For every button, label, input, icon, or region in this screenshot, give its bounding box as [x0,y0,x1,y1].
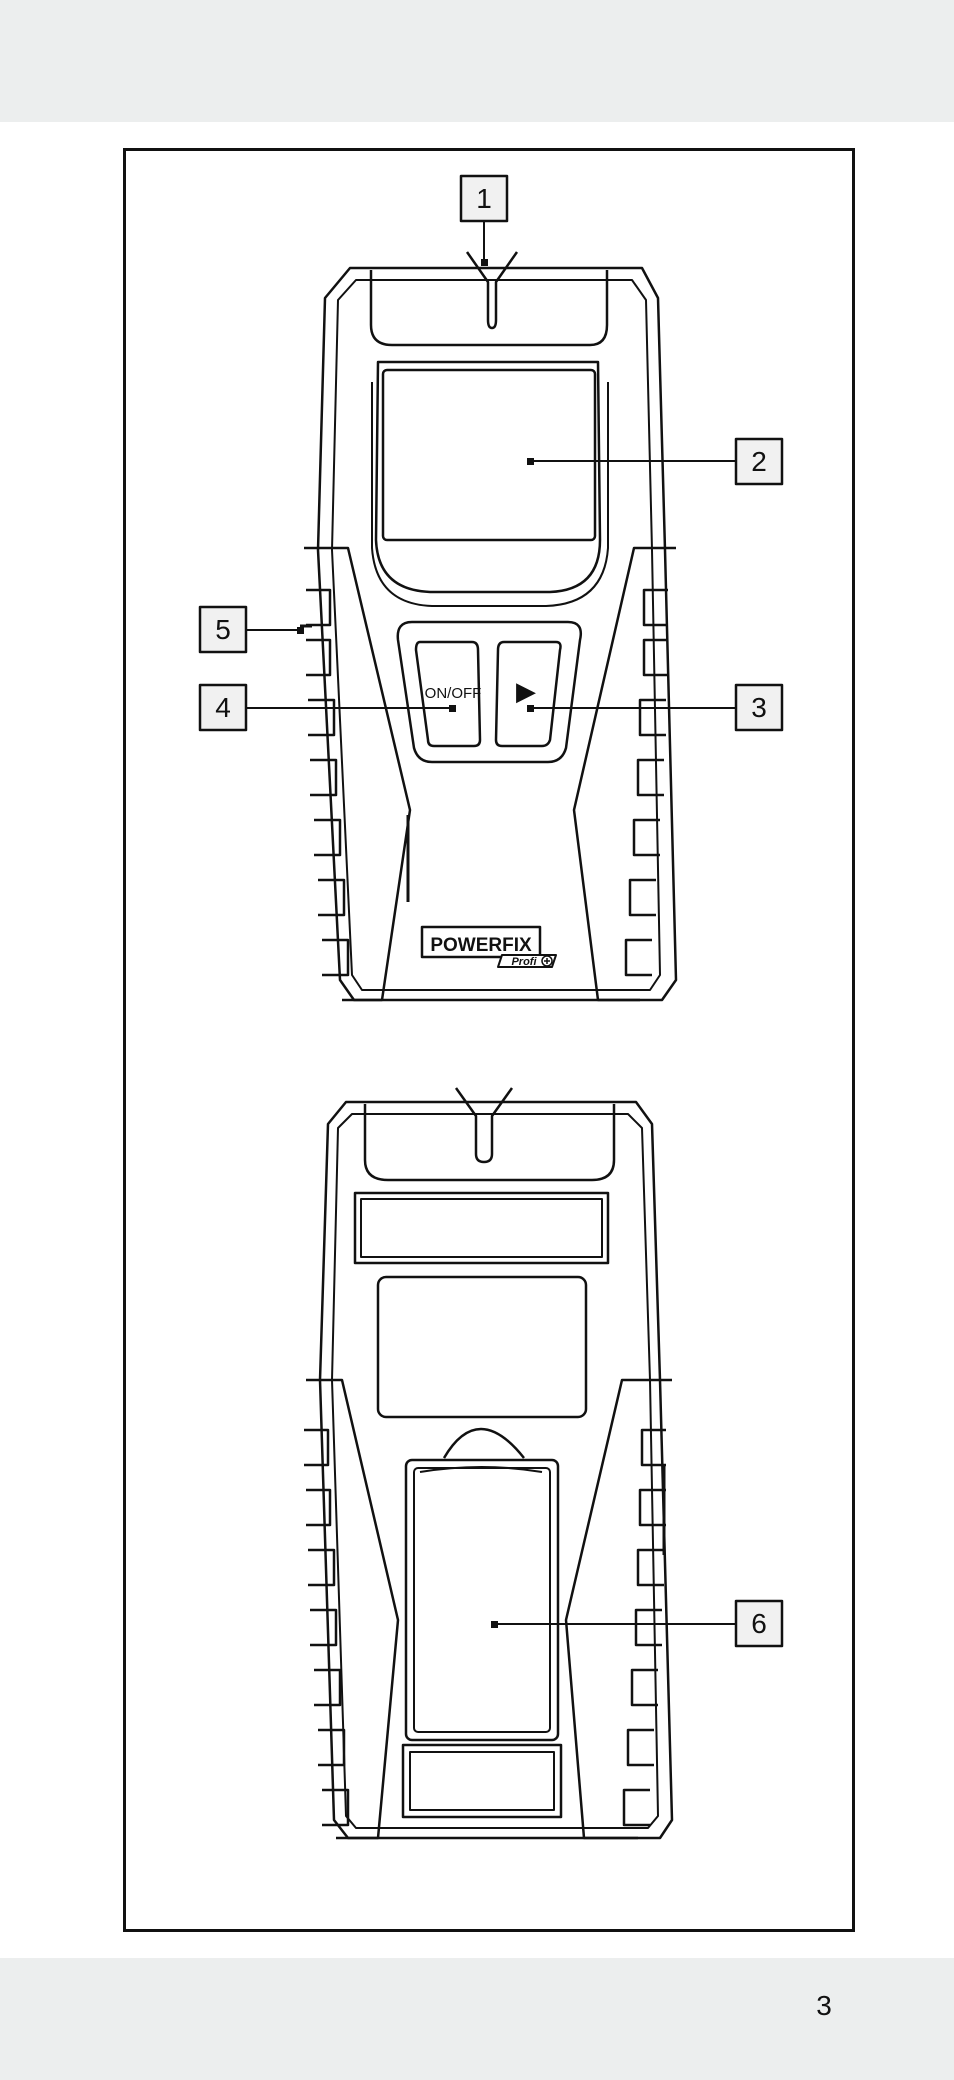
brand-tag: Profi [511,956,537,968]
mode-button-symbol: ▶ [516,676,536,706]
device-front-view [300,252,676,1000]
page-number: 3 [806,1990,842,2022]
brand-name: POWERFIX [430,935,532,956]
callout-5: 5 [200,607,246,652]
callout-4: 4 [200,685,246,730]
callout-6: 6 [736,1601,782,1646]
callout-number-5: 5 [215,614,231,645]
callout-2: 2 [736,439,782,484]
callout-number-1: 1 [476,183,492,214]
callout-number-4: 4 [215,692,231,723]
device-back-view [304,1088,672,1838]
callout-3: 3 [736,685,782,730]
callout-number-2: 2 [751,446,767,477]
callout-number-6: 6 [751,1608,767,1639]
callout-number-3: 3 [751,692,767,723]
on-off-button-label: ON/OFF [425,685,482,702]
callout-1: 1 [461,176,507,221]
